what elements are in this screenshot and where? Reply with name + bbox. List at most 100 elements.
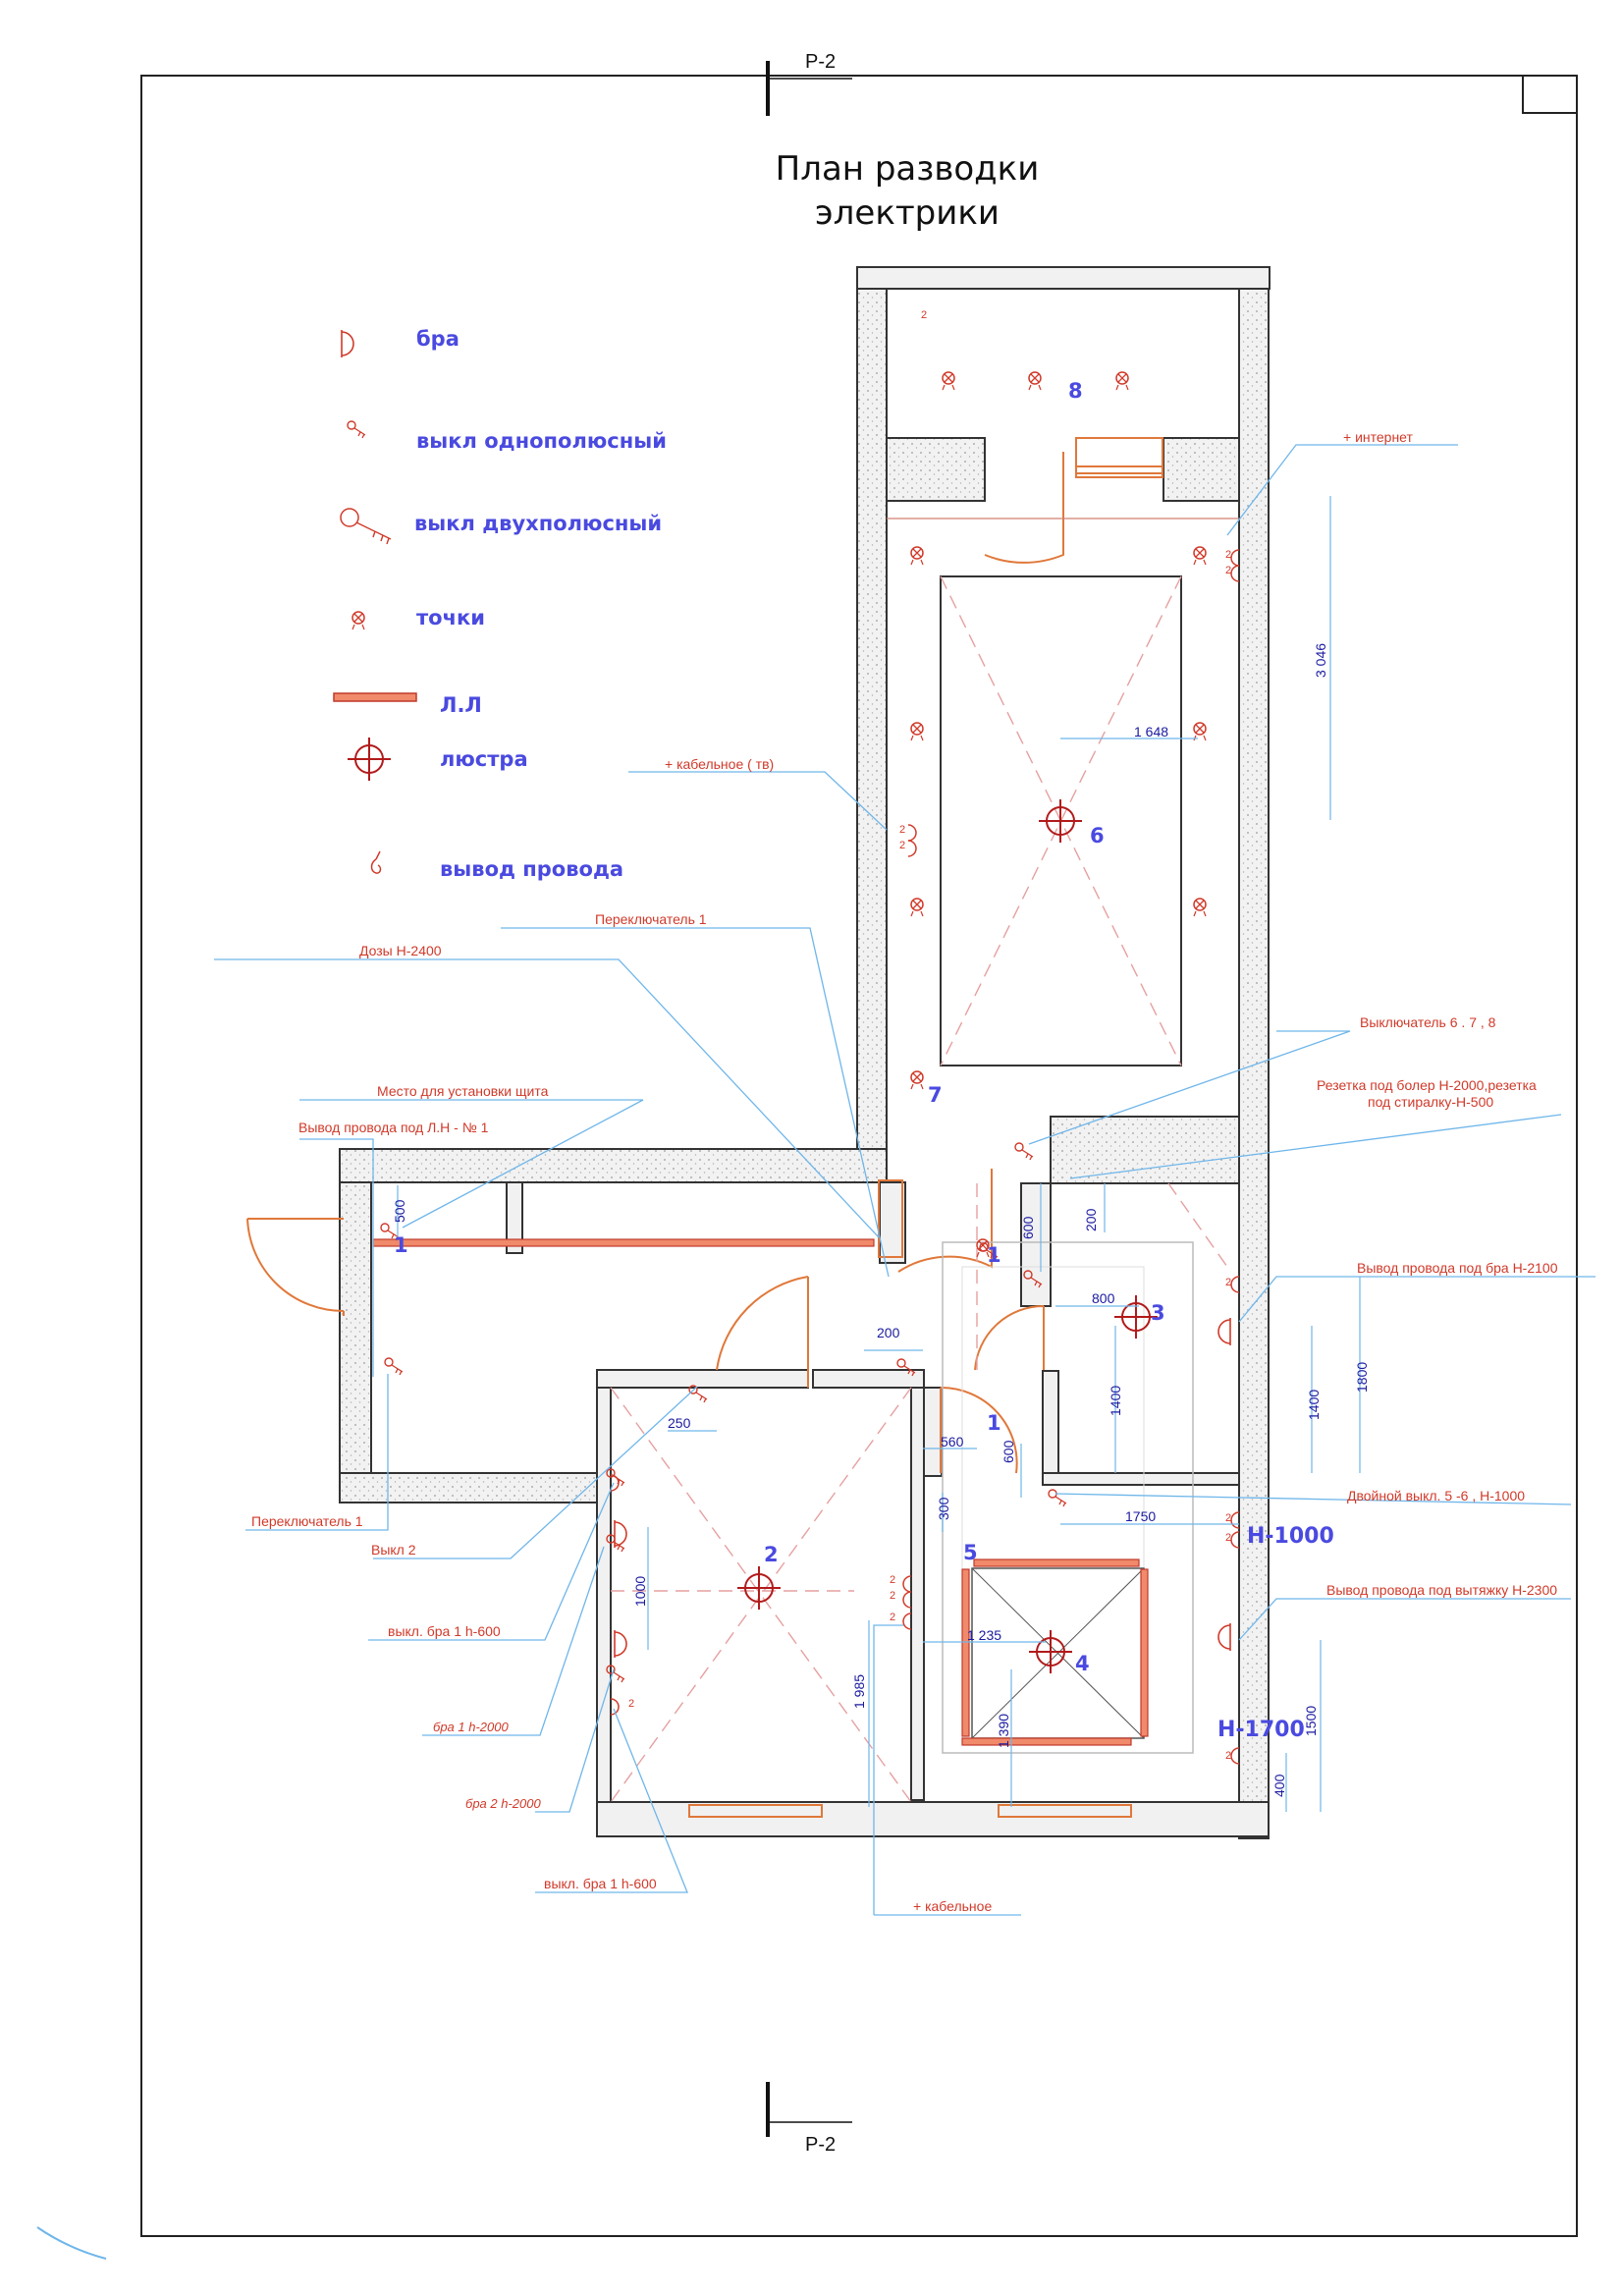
svg-text:2: 2 xyxy=(890,1612,895,1623)
wall-room2-left xyxy=(596,1387,612,1837)
wall-bottom xyxy=(596,1801,1270,1837)
wall-partition-8-right xyxy=(1162,437,1240,502)
dim-800: 800 xyxy=(1092,1290,1115,1306)
stray-mark xyxy=(36,2226,107,2260)
note-boiler-line1: Резетка под болер Н-2000,резетка xyxy=(1317,1077,1537,1093)
svg-text:2: 2 xyxy=(921,309,927,321)
dim-500: 500 xyxy=(392,1199,407,1223)
dim-1400a: 1400 xyxy=(1108,1386,1123,1416)
dim-1648: 1 648 xyxy=(1134,724,1168,739)
room-number-1a: 1 xyxy=(394,1233,408,1257)
plan-title-line2: электрики xyxy=(815,193,1000,233)
room-number-6: 6 xyxy=(1090,824,1105,847)
note-switch-678: Выключатель 6 . 7 , 8 xyxy=(1360,1014,1496,1030)
wall-room3-bottom xyxy=(1042,1472,1240,1486)
dim-1000: 1000 xyxy=(632,1576,648,1607)
wall-room3-left-lower xyxy=(1042,1370,1059,1480)
wall-room2-top-left xyxy=(596,1369,809,1389)
section-mark-top: Р-2 xyxy=(766,51,852,116)
room-number-1c: 1 xyxy=(987,1411,1001,1435)
dim-3046: 3 046 xyxy=(1313,643,1328,678)
note-double-switch: Двойной выкл. 5 -6 , Н-1000 xyxy=(1347,1488,1525,1503)
ceiling-room6 xyxy=(940,575,1182,1066)
chandelier-room4 xyxy=(1028,1629,1073,1674)
spot-light-icon xyxy=(351,611,365,630)
svg-text:2: 2 xyxy=(1225,1750,1231,1762)
section-label-bottom: Р-2 xyxy=(805,2134,836,2156)
section-label-top: Р-2 xyxy=(805,51,836,73)
note-cable-tv: + кабельное ( тв) xyxy=(665,756,774,772)
doors xyxy=(246,452,1064,1474)
svg-text:2: 2 xyxy=(899,824,905,836)
dim-600a: 600 xyxy=(1020,1216,1036,1239)
note-wire-sconce: Вывод провода под бра Н-2100 xyxy=(1357,1260,1558,1276)
room-number-1b: 1 xyxy=(987,1243,1001,1267)
legend-label-single-switch: выкл однополюсный xyxy=(416,429,667,453)
single-pole-switch-icon xyxy=(347,420,366,439)
note-sconce-1: бра 1 h-2000 xyxy=(433,1720,509,1734)
dimension-lines xyxy=(397,496,1361,1812)
legend-label-chandelier: люстра xyxy=(440,747,528,771)
dim-1390: 1 390 xyxy=(996,1714,1011,1748)
note-wire-led: Вывод провода под Л.Н - № 1 xyxy=(298,1120,489,1135)
svg-text:2: 2 xyxy=(890,1590,895,1602)
outlet-labels: 2 22 22 222 22 22 2 xyxy=(628,309,1231,1762)
annotations: + интернет + кабельное ( тв) Переключате… xyxy=(251,429,1558,1914)
chandelier-room2 xyxy=(736,1565,782,1611)
wall-room3-left xyxy=(1020,1182,1052,1307)
dim-600b: 600 xyxy=(1000,1440,1016,1463)
room-number-4: 4 xyxy=(1075,1652,1090,1675)
wall-hall-right-stub xyxy=(879,1181,906,1264)
note-cable: + кабельное xyxy=(913,1898,992,1914)
dim-1235: 1 235 xyxy=(967,1627,1001,1643)
sconce-icon xyxy=(341,329,354,358)
chandelier-icon xyxy=(347,737,392,782)
note-internet: + интернет xyxy=(1343,429,1413,445)
wall-top xyxy=(856,266,1271,290)
wall-room3-top xyxy=(1050,1116,1240,1184)
legend-label-sconce: бра xyxy=(416,327,460,351)
sheet-frame xyxy=(140,75,1578,2237)
dim-200b: 200 xyxy=(877,1325,900,1340)
wall-room2-right-stub xyxy=(923,1387,943,1477)
wall-hall-stub xyxy=(506,1181,523,1254)
dim-200a: 200 xyxy=(1083,1208,1099,1231)
wall-hall-top xyxy=(339,1148,888,1183)
legend: бра выкл однополюсный выкл двухполюсный … xyxy=(333,327,667,881)
section-mark-bottom: Р-2 xyxy=(766,2082,852,2156)
legend-label-wire: вывод провода xyxy=(440,857,623,881)
dim-300: 300 xyxy=(936,1497,951,1520)
chandelier-room6 xyxy=(1038,798,1083,844)
height-label-1700: Н-1700 xyxy=(1217,1718,1305,1742)
wall-room2-right xyxy=(910,1387,925,1801)
windows xyxy=(688,437,1163,1818)
dim-1500: 1500 xyxy=(1303,1706,1319,1736)
note-boiler-line2: под стиралку-Н-500 xyxy=(1368,1094,1493,1110)
svg-text:2: 2 xyxy=(899,840,905,851)
note-sconce-switch-1: выкл. бра 1 h-600 xyxy=(388,1623,501,1639)
wall-hall-bottom xyxy=(339,1472,598,1503)
dimension-labels: 3 046 1 648 500 600 200 800 1400 1400 18… xyxy=(392,643,1370,1797)
wall-tall-left xyxy=(856,288,888,1167)
wire-outlet-icon xyxy=(370,850,382,874)
room-number-7: 7 xyxy=(928,1083,943,1107)
dim-1985: 1 985 xyxy=(851,1674,867,1709)
legend-label-led: Л.Л xyxy=(440,693,482,717)
outlets xyxy=(610,549,1240,1765)
wall-room2-top-right xyxy=(812,1369,925,1389)
ceiling-diagonals-2 xyxy=(610,1387,912,1803)
note-switch1-top: Переключатель 1 xyxy=(595,911,707,927)
dim-1400b: 1400 xyxy=(1306,1390,1322,1420)
room-number-8: 8 xyxy=(1068,379,1083,403)
svg-text:2: 2 xyxy=(1225,1532,1231,1544)
note-switch1-bottom: Переключатель 1 xyxy=(251,1513,363,1529)
note-sconce-2: бра 2 h-2000 xyxy=(465,1796,541,1811)
svg-text:2: 2 xyxy=(1225,1512,1231,1524)
room-numbers: 1 1 1 2 3 4 5 6 7 8 xyxy=(394,379,1165,1675)
room-number-5: 5 xyxy=(963,1541,978,1564)
led-strip-icon xyxy=(333,692,417,702)
height-label-1000: Н-1000 xyxy=(1247,1524,1334,1549)
svg-text:2: 2 xyxy=(1225,565,1231,576)
room-number-3: 3 xyxy=(1151,1301,1165,1325)
wall-hall-left xyxy=(339,1181,372,1483)
